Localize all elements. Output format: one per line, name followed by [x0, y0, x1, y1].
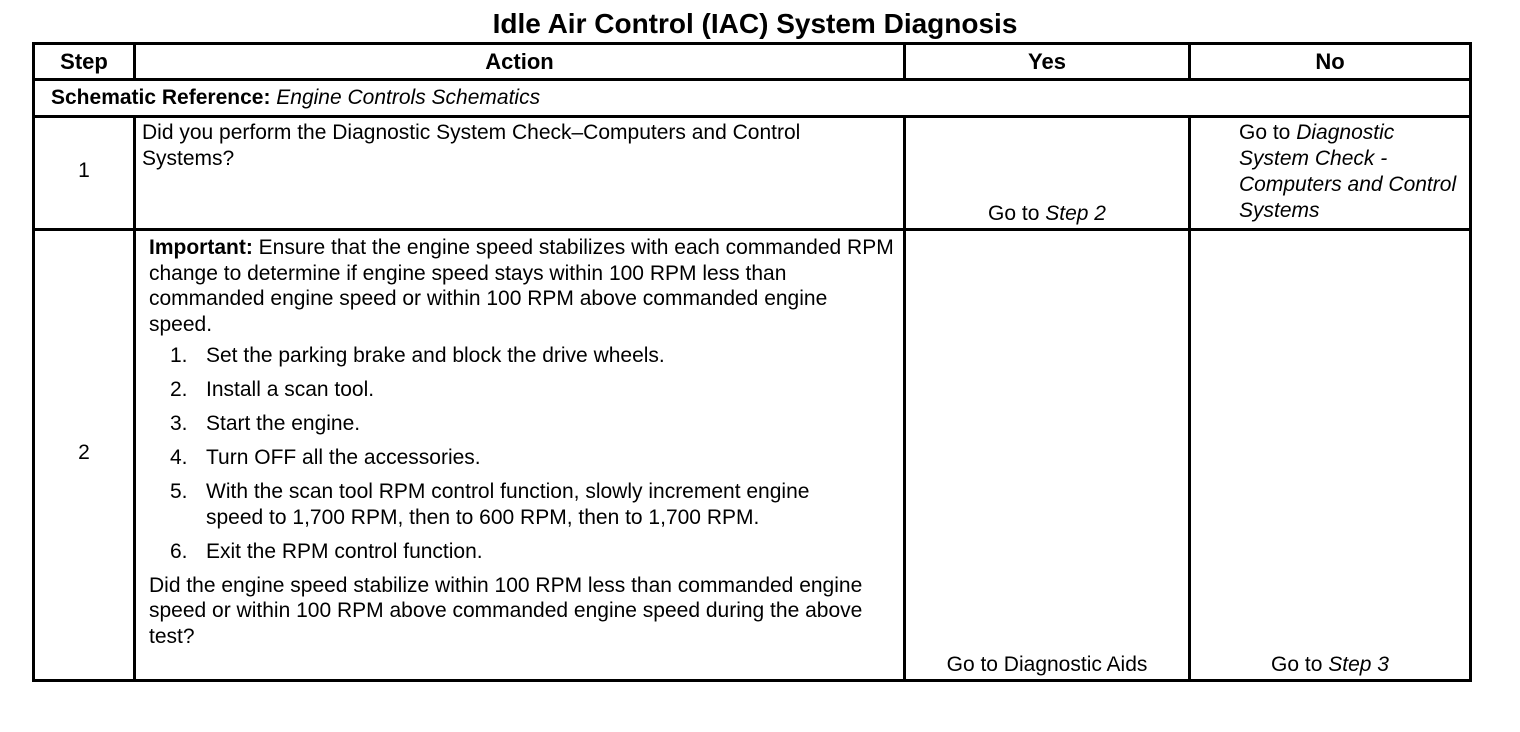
- schematic-link[interactable]: Engine Controls Schematics: [276, 86, 541, 109]
- step-number: 1: [78, 159, 90, 182]
- no-link[interactable]: Diagnostic System Check - Computers and …: [1239, 121, 1457, 222]
- no-target: Go to Diagnostic System Check - Computer…: [1191, 120, 1469, 226]
- action-question: Did you perform the Diagnostic System Ch…: [142, 121, 801, 170]
- important-text: Ensure that the engine speed stabilizes …: [149, 236, 894, 336]
- list-item: 1.Set the parking brake and block the dr…: [170, 344, 665, 367]
- table-row: 2 Important: Ensure that the engine spee…: [32, 228, 1472, 682]
- header-no: No: [1188, 42, 1472, 81]
- diagnosis-table: Step Action Yes No Schematic Reference: …: [32, 42, 1472, 682]
- schematic-label: Schematic Reference:: [51, 86, 271, 109]
- important-note: Important: Ensure that the engine speed …: [149, 235, 895, 337]
- step-cell: 1: [32, 115, 136, 231]
- no-step-link[interactable]: Step 3: [1328, 653, 1389, 676]
- list-item: 2.Install a scan tool.: [170, 378, 375, 401]
- list-item: 4.Turn OFF all the accessories.: [170, 446, 481, 469]
- yes-step-link[interactable]: Step 2: [1045, 202, 1106, 225]
- no-cell: Go to Diagnostic System Check - Computer…: [1188, 115, 1472, 231]
- yes-cell: Go to Diagnostic Aids: [903, 228, 1191, 682]
- yes-link[interactable]: Go to Diagnostic Aids: [946, 653, 1148, 676]
- schematic-reference: Schematic Reference: Engine Controls Sch…: [32, 78, 1472, 118]
- no-prefix: Go to: [1271, 653, 1323, 676]
- step-number: 2: [78, 441, 90, 464]
- page-title: Idle Air Control (IAC) System Diagnosis: [492, 8, 1018, 39]
- header-action: Action: [133, 42, 906, 81]
- action-cell: Important: Ensure that the engine speed …: [133, 228, 906, 682]
- schematic-row: Schematic Reference: Engine Controls Sch…: [32, 78, 1472, 118]
- list-item: 6.Exit the RPM control function.: [170, 539, 483, 563]
- action-question: Did the engine speed stabilize within 10…: [149, 573, 863, 648]
- header-row: Step Action Yes No: [32, 42, 1472, 81]
- step-cell: 2: [32, 228, 136, 682]
- important-label: Important:: [149, 236, 253, 259]
- action-cell: Did you perform the Diagnostic System Ch…: [133, 115, 906, 231]
- substep-list: 1.Set the parking brake and block the dr…: [149, 343, 895, 564]
- no-prefix: Go to: [1239, 121, 1291, 144]
- yes-prefix: Go to: [988, 202, 1040, 225]
- no-cell: Go to Step 3: [1188, 228, 1472, 682]
- yes-cell: Go to Step 2: [903, 115, 1191, 231]
- list-item: 3.Start the engine.: [170, 412, 361, 435]
- header-step: Step: [32, 42, 136, 81]
- header-yes: Yes: [903, 42, 1191, 81]
- table-row: 1 Did you perform the Diagnostic System …: [32, 115, 1472, 231]
- list-item: 5.With the scan tool RPM control functio…: [170, 480, 810, 529]
